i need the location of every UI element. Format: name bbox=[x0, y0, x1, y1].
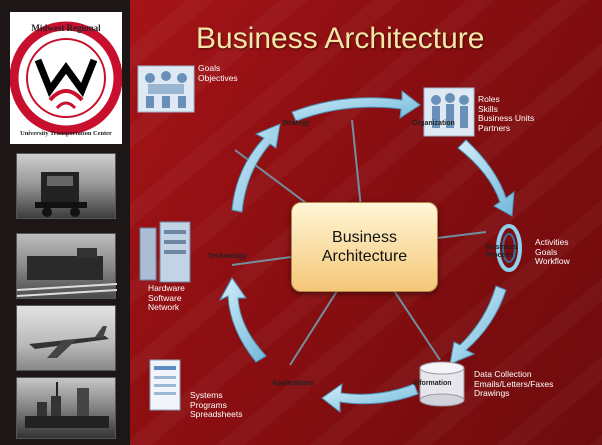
list-item: Workflow bbox=[535, 256, 570, 267]
logo-top-text: Midwest Regional bbox=[31, 23, 101, 33]
center-label-line1: Business bbox=[332, 229, 397, 246]
list-item: Partners bbox=[478, 122, 511, 133]
arrow-information-to-applications bbox=[321, 382, 419, 414]
list-item: Business Units bbox=[478, 113, 535, 124]
list-item: Systems bbox=[190, 390, 223, 400]
slide-title: Business Architecture bbox=[196, 22, 485, 55]
data-collection-list: Data Collection Emails/Letters/Faxes Dra… bbox=[474, 369, 554, 399]
left-photo-panel: Midwest Regional University Transportati… bbox=[0, 0, 130, 445]
arrow-applications-to-technology bbox=[218, 277, 267, 363]
arrow-organization-to-process bbox=[457, 139, 515, 217]
process-cycle-icon bbox=[496, 224, 522, 272]
list-item: Emails/Letters/Faxes bbox=[474, 378, 554, 389]
arrow-strategy-to-organization bbox=[291, 89, 421, 122]
list-item: Spreadsheets bbox=[190, 409, 243, 420]
list-item: Roles bbox=[478, 94, 500, 104]
meeting-people-icon bbox=[137, 65, 195, 113]
label-organization: Organization bbox=[412, 120, 455, 127]
list-item: Data Collection bbox=[474, 369, 532, 379]
center-business-architecture-box: Business Architecture bbox=[291, 202, 438, 292]
list-item: Software bbox=[148, 292, 182, 303]
label-information: Information bbox=[413, 380, 452, 387]
arrow-technology-to-strategy bbox=[231, 123, 281, 213]
ship-photo bbox=[16, 377, 116, 439]
application-window-icon bbox=[149, 359, 181, 411]
plane-photo bbox=[16, 305, 116, 371]
goals-objectives-list: Goals Objectives bbox=[198, 63, 238, 83]
truck-photo bbox=[16, 153, 116, 219]
logo-emblem-icon: Midwest Regional University Transportati… bbox=[9, 21, 123, 137]
center-label-line2: Architecture bbox=[321, 248, 408, 265]
systems-list: Systems Programs Spreadsheets bbox=[190, 390, 243, 420]
list-item: Programs bbox=[190, 399, 227, 410]
activities-list: Activities Goals Workflow bbox=[535, 237, 570, 267]
list-item: Goals bbox=[198, 63, 221, 73]
list-item: Goals bbox=[535, 246, 558, 257]
arrow-process-to-information bbox=[449, 285, 507, 365]
mrutc-logo: Midwest Regional University Transportati… bbox=[9, 12, 123, 144]
label-strategy: Strategy bbox=[282, 120, 311, 127]
label-technology: Technology bbox=[208, 253, 247, 260]
list-item: Hardware bbox=[148, 283, 185, 293]
database-icon bbox=[419, 361, 465, 407]
logo-bottom-text: University Transportation Center bbox=[20, 130, 112, 137]
list-item: Activities bbox=[535, 237, 569, 247]
label-business-process: Business Process bbox=[486, 244, 518, 259]
label-applications: Applications bbox=[272, 380, 315, 387]
train-photo bbox=[16, 233, 118, 299]
list-item: Skills bbox=[478, 103, 498, 114]
org-people-icon bbox=[423, 87, 475, 137]
list-item: Objectives bbox=[198, 72, 238, 83]
list-item: Drawings bbox=[474, 388, 510, 399]
list-item: Network bbox=[148, 302, 180, 313]
server-rack-icon bbox=[139, 221, 191, 283]
cycle-arrows bbox=[218, 89, 515, 414]
hardware-list: Hardware Software Network bbox=[148, 283, 185, 313]
roles-skills-list: Roles Skills Business Units Partners bbox=[478, 94, 535, 133]
